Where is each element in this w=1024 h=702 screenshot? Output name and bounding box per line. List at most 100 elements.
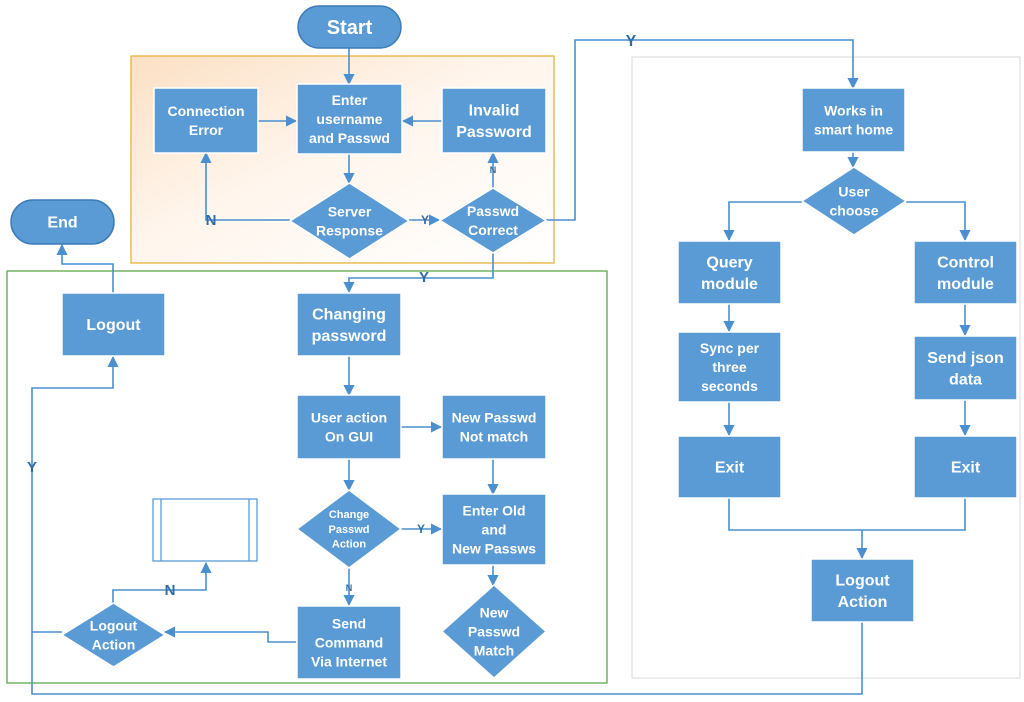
exit-right-node: Exit xyxy=(913,435,1018,499)
enter-credentials-label-line: username xyxy=(316,111,382,127)
control-module-label-line: module xyxy=(937,276,994,293)
send-command-shape xyxy=(296,605,402,680)
changing-password-label-line: Changing xyxy=(312,306,386,323)
user-choose-label-line: choose xyxy=(829,202,878,218)
response-label: Response xyxy=(173,522,236,538)
change-passwd-action-label-line: Change xyxy=(329,509,369,521)
invalid-password-label-line: Invalid xyxy=(469,102,520,119)
logout-action-left-shape xyxy=(60,602,167,668)
change-passwd-action-label-line: Passwd xyxy=(329,524,370,536)
passwd-correct-label-line: Correct xyxy=(468,222,518,238)
connection-error-label-line: Connection xyxy=(168,103,245,119)
logout-action-left-label-line: Logout xyxy=(90,617,138,633)
logout-action-right-shape xyxy=(810,558,915,623)
label-passwd-yes-smart: Y xyxy=(626,33,637,50)
query-module-label-line: Query xyxy=(706,254,752,271)
edge-choose-to-control xyxy=(906,201,971,242)
edge-send-to-logoutaction xyxy=(163,626,296,643)
exit-right-label-line: Exit xyxy=(951,460,981,477)
invalid-password-shape xyxy=(441,87,547,154)
sync-label-line: seconds xyxy=(701,378,758,394)
enter-credentials-label-line: and Passwd xyxy=(309,130,390,146)
edge-passwd-yes-smart xyxy=(546,39,859,221)
query-module-shape xyxy=(677,240,782,305)
control-module-label-line: Control xyxy=(937,254,994,271)
end-label-line: End xyxy=(47,215,77,232)
start-label-line: Start xyxy=(327,17,373,39)
start-node: Start xyxy=(297,5,402,49)
label-passwd-yes-change: Y xyxy=(419,269,429,286)
start-label: Start xyxy=(327,17,373,39)
exit-left-label-line: Exit xyxy=(715,460,745,477)
change-passwd-action-label-line: Action xyxy=(332,539,367,551)
connection-error-shape xyxy=(153,87,259,154)
new-passwd-match-label-line: New xyxy=(480,605,509,621)
end-shape xyxy=(10,199,115,245)
change-passwd-action-shape xyxy=(295,489,403,569)
exit-right-label: Exit xyxy=(951,460,981,477)
end-node: End xyxy=(10,199,115,245)
enter-old-new-label-line: and xyxy=(482,521,507,537)
edge-server-no xyxy=(200,151,290,221)
send-command-label-line: Via Internet xyxy=(311,653,387,669)
enter-old-new-label-line: Enter Old xyxy=(462,503,525,519)
enter-old-new-label-line: New Passws xyxy=(452,540,536,556)
send-json-label-line: Send json xyxy=(927,350,1003,367)
response-label-line: Response xyxy=(173,522,236,538)
send-json-node: Send json data xyxy=(913,335,1018,401)
server-response-label-line: Server xyxy=(328,203,372,219)
send-json-shape xyxy=(913,335,1018,401)
logout-shape xyxy=(61,292,166,357)
send-json-label-line: data xyxy=(949,371,982,388)
label-change-yes: Y xyxy=(417,522,425,536)
logout-node: Logout xyxy=(61,292,166,357)
response-node: Response xyxy=(152,498,258,562)
passwd-correct-label-line: Passwd xyxy=(467,203,519,219)
edge-logoutaction-yes xyxy=(31,355,119,633)
password-section-frame xyxy=(6,270,608,684)
new-passwd-match-label-line: Match xyxy=(474,642,514,658)
label-server-no: N xyxy=(206,212,217,229)
control-module-label: Control module xyxy=(937,254,994,293)
changing-password-label-line: password xyxy=(312,328,387,345)
label-logoutaction-yes: Y xyxy=(27,459,37,476)
enter-credentials-shape xyxy=(296,83,403,155)
logout-action-right-label-line: Logout xyxy=(835,572,890,589)
label-passwd-no: N xyxy=(490,165,497,175)
edge-logoutaction-no xyxy=(112,561,212,603)
edge-passwd-yes-change xyxy=(343,253,494,294)
user-choose-shape xyxy=(800,166,908,236)
server-response-shape xyxy=(288,182,411,260)
exit-left-node: Exit xyxy=(677,435,782,499)
label-change-no: N xyxy=(346,583,353,593)
send-json-label: Send json data xyxy=(927,350,1003,389)
sync-shape xyxy=(677,331,782,403)
passwd-correct-shape xyxy=(438,187,548,254)
logout-label: Logout xyxy=(86,317,141,334)
sync-label-line: three xyxy=(712,359,746,375)
exit-right-shape xyxy=(913,435,1018,499)
user-action-gui-label-line: On GUI xyxy=(325,428,373,444)
control-module-node: Control module xyxy=(913,240,1018,305)
connectors xyxy=(31,39,971,695)
